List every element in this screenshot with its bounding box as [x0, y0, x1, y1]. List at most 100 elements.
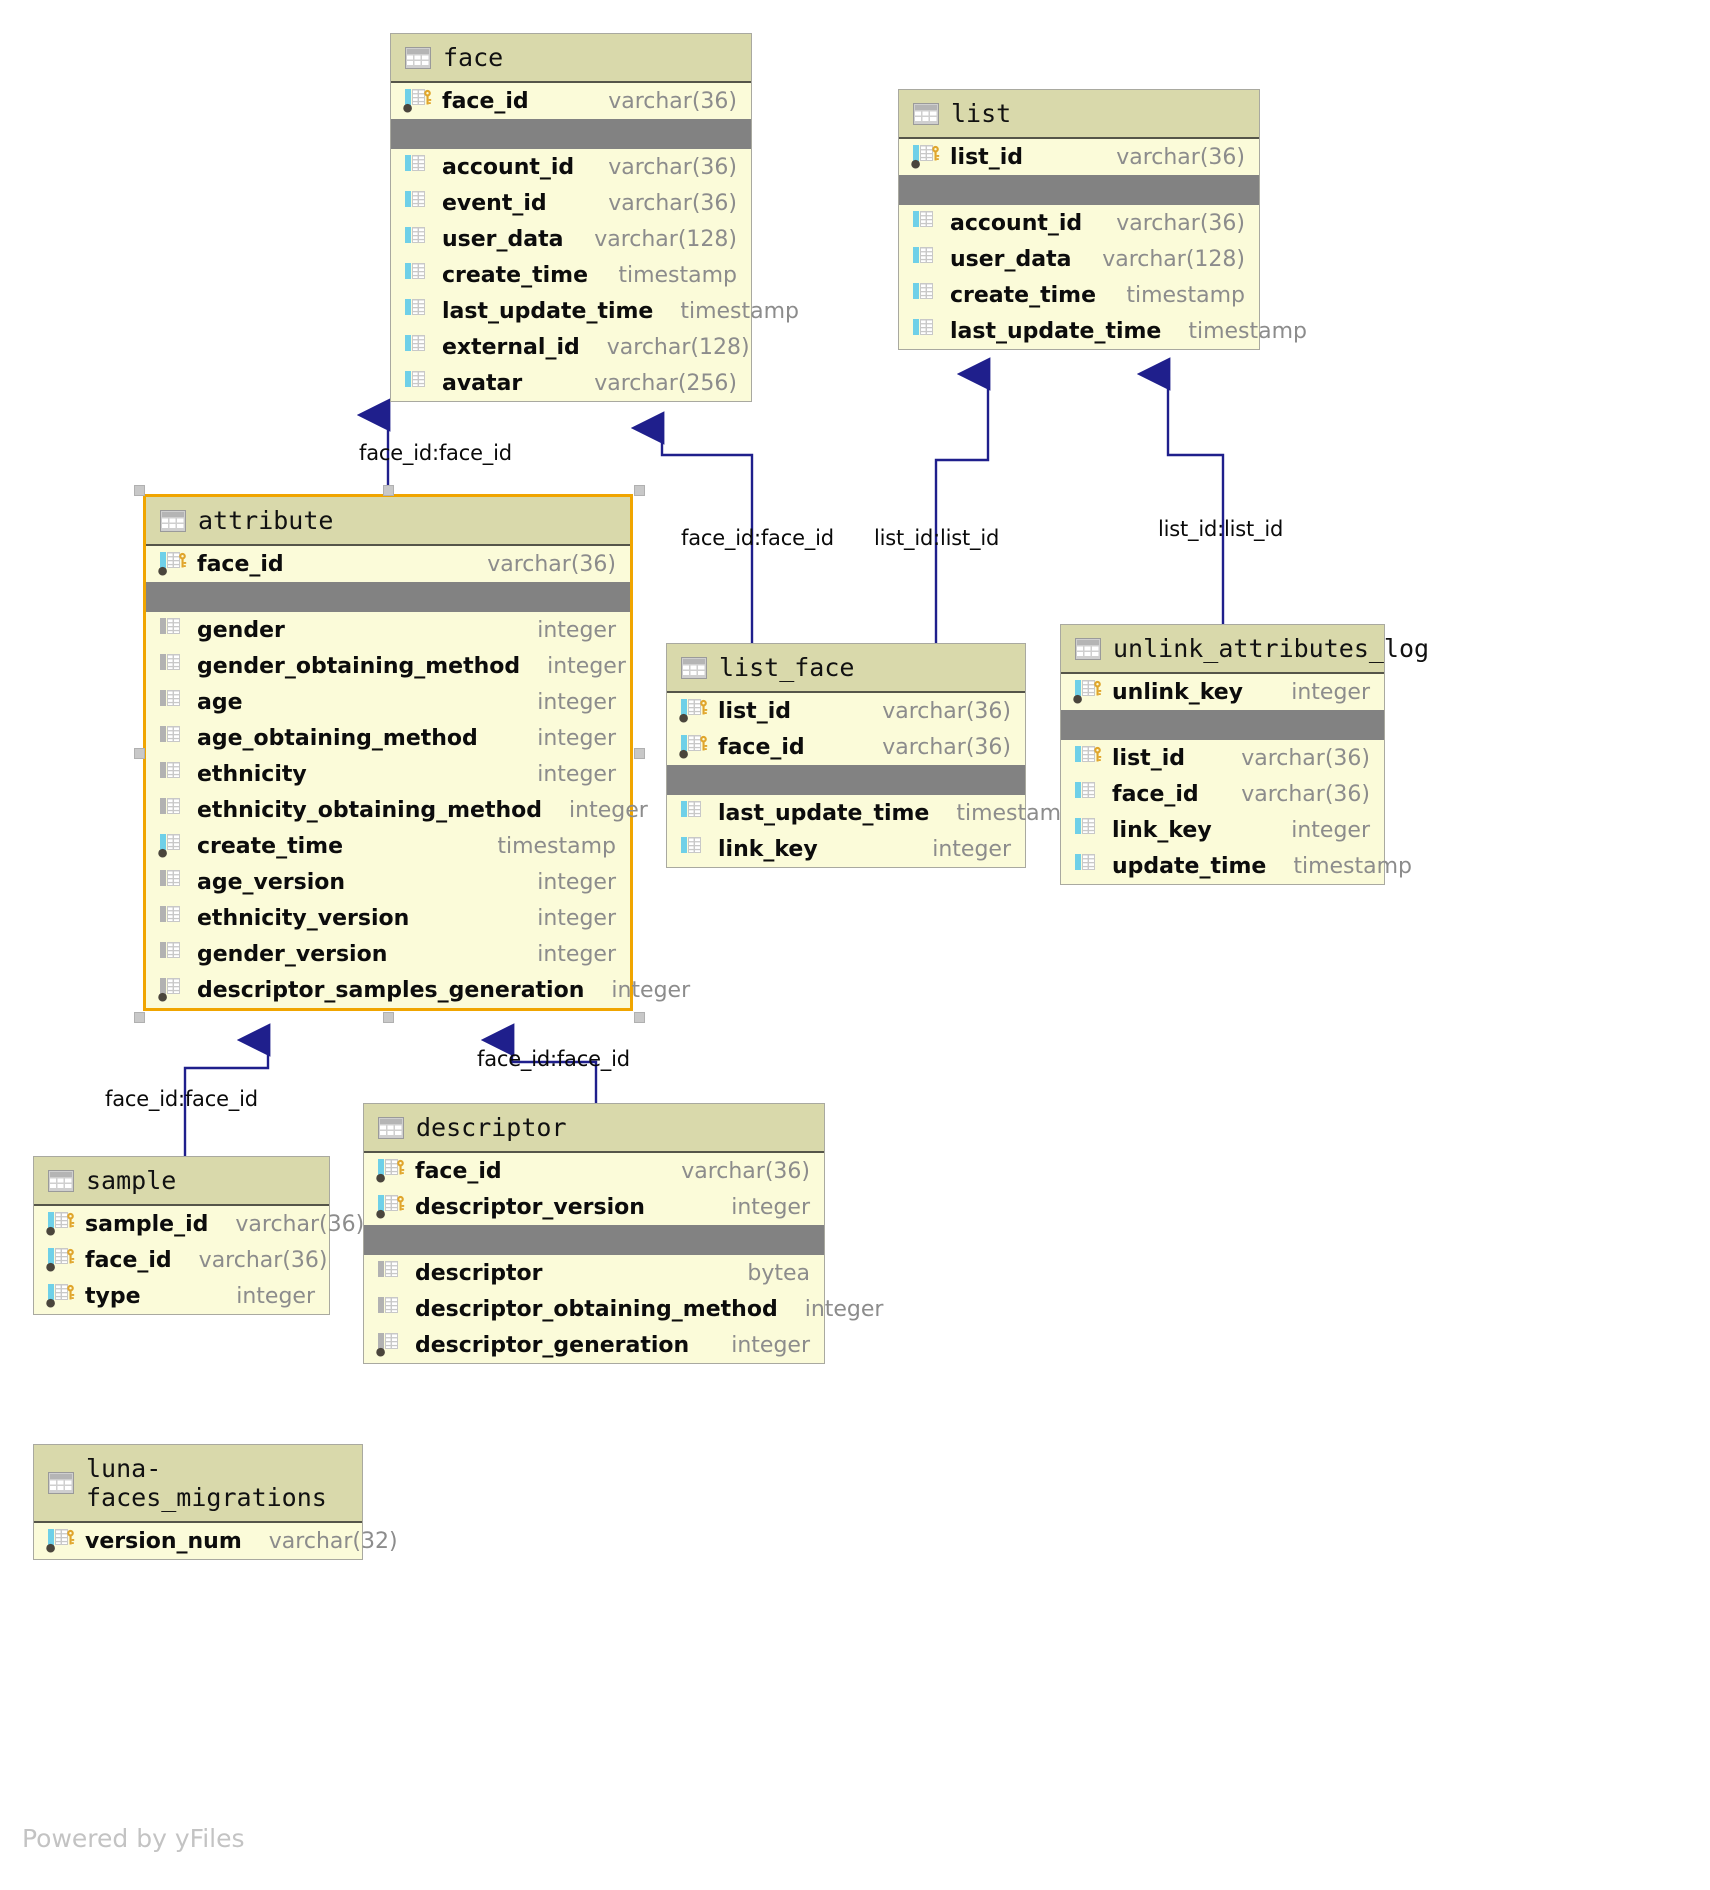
column-name: event_id [442, 190, 547, 216]
table-header-unlink_attributes_log[interactable]: unlink_attributes_log [1061, 625, 1429, 674]
column-icon [403, 89, 432, 113]
selection-handle[interactable] [383, 1012, 394, 1023]
edge-label-sample-to-attribute: face_id:face_id [105, 1087, 258, 1111]
table-header-descriptor[interactable]: descriptor [364, 1104, 824, 1153]
column-separator [391, 119, 751, 149]
table-header-attribute[interactable]: attribute [146, 497, 630, 546]
column-type: varchar(36) [1241, 745, 1370, 771]
selection-handle[interactable] [134, 485, 145, 496]
column-name: external_id [442, 334, 580, 360]
column-name: create_time [950, 282, 1096, 308]
table-icon [48, 1472, 74, 1494]
table-name-face: face [443, 43, 504, 72]
column-icon [1075, 746, 1102, 762]
table-header-sample[interactable]: sample [34, 1157, 329, 1206]
column-icon [911, 145, 940, 169]
column-type: integer [537, 761, 616, 787]
selection-handle[interactable] [134, 1012, 145, 1023]
column-name: avatar [442, 370, 523, 396]
selection-handle[interactable] [383, 485, 394, 496]
table-header-list_face[interactable]: list_face [667, 644, 1025, 693]
column-type: varchar(36) [608, 190, 737, 216]
table-header-luna-faces_migrations[interactable]: luna-faces_migrations [34, 1445, 362, 1523]
column-type: integer [537, 905, 616, 931]
selection-handle[interactable] [634, 747, 645, 759]
column-separator [364, 1225, 824, 1255]
table-icon [160, 509, 186, 532]
column-name: last_update_time [950, 318, 1162, 344]
column-icon [913, 247, 933, 263]
column-icon [160, 906, 180, 922]
column-icon [681, 837, 701, 853]
column-name: face_id [197, 551, 284, 577]
column-type: integer [537, 725, 616, 751]
column-type: integer [932, 836, 1011, 862]
column-icon [679, 699, 708, 723]
selection-handle[interactable] [134, 747, 145, 759]
column-name: ethnicity_obtaining_method [197, 797, 543, 823]
column-type: integer [537, 869, 616, 895]
selection-handle[interactable] [634, 1012, 645, 1023]
table-name-luna-faces_migrations: luna-faces_migrations [86, 1454, 327, 1512]
column-icon [913, 283, 933, 299]
column-row[interactable]: event_id varchar(36) [391, 185, 751, 221]
column-type: integer [731, 1194, 810, 1220]
table-header-list[interactable]: list [899, 90, 1259, 139]
column-icon [46, 1529, 75, 1553]
selection-handle[interactable] [634, 485, 645, 496]
column-icon [405, 227, 425, 243]
table-header-face[interactable]: face [391, 34, 751, 83]
column-name: create_time [197, 833, 343, 859]
